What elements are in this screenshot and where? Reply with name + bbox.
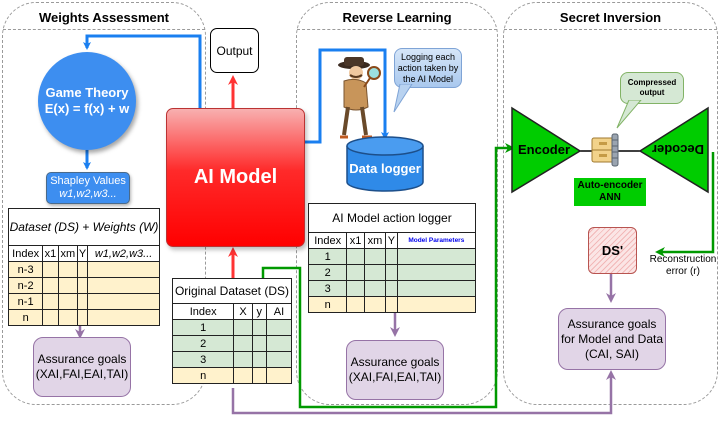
reconstruction-error-label: Reconstruction error (r) xyxy=(649,254,717,277)
game-theory-formula: E(x) = f(x) + w xyxy=(44,101,130,116)
assurance-goals-model-data: Assurance goals for Model and Data (CAI,… xyxy=(558,308,666,370)
column-header: x1 xyxy=(42,245,59,262)
column-header: y xyxy=(251,303,267,320)
table-row: 1 xyxy=(171,319,293,336)
table-row: 1 xyxy=(307,248,477,265)
decoder-label: Decoder xyxy=(652,142,705,157)
weights-dataset-table: Dataset (DS) + Weights (W) Index x1 xm Y… xyxy=(7,208,160,326)
decoder-shape xyxy=(638,106,709,194)
column-header: X xyxy=(233,303,253,320)
logger-table-caption: AI Model action logger xyxy=(308,203,476,233)
weights-assessment-title: Weights Assessment xyxy=(38,10,170,25)
table-row: n-3 xyxy=(7,261,160,278)
assurance-goals-weights: Assurance goals (XAI,FAI,EAI,TAI) xyxy=(33,337,131,397)
game-theory-node: Game Theory E(x) = f(x) + w xyxy=(38,52,136,150)
weights-table-caption: Dataset (DS) + Weights (W) xyxy=(8,208,160,246)
table-row: 2 xyxy=(171,335,293,352)
data-logger-label: Data logger xyxy=(349,161,421,176)
data-logger-cylinder-icon xyxy=(346,136,424,192)
column-header: AI xyxy=(265,303,293,320)
logging-callout-tail xyxy=(393,84,413,113)
table-row: n-2 xyxy=(7,277,160,294)
column-header: w1,w2,w3... xyxy=(87,245,160,262)
column-header: x1 xyxy=(346,232,365,249)
column-header: Y xyxy=(76,245,89,262)
original-table-caption: Original Dataset (DS) xyxy=(172,278,292,304)
detective-illustration-icon xyxy=(338,57,381,139)
shapley-values-node: Shapley Values w1,w2,w3... xyxy=(46,172,130,204)
table-row: 3 xyxy=(307,280,477,297)
column-header: xm xyxy=(363,232,387,249)
ai-model-node: AI Model xyxy=(166,108,305,247)
table-row: n xyxy=(171,367,293,384)
column-header: Y xyxy=(385,232,398,249)
assurance-goals-reverse: Assurance goals (XAI,FAI,EAI,TAI) xyxy=(346,340,444,400)
table-row: n-1 xyxy=(7,293,160,310)
output-node: Output xyxy=(210,28,259,73)
original-dataset-table: Original Dataset (DS) Index X y AI 1 2 3… xyxy=(171,278,293,384)
reverse-learning-title: Reverse Learning xyxy=(342,10,452,25)
ds-prime-node: DS' xyxy=(588,227,637,274)
column-header: xm xyxy=(57,245,78,262)
column-header: Index xyxy=(307,232,348,249)
table-row: 2 xyxy=(307,264,477,281)
encoder-shape xyxy=(511,106,582,194)
action-logger-table: AI Model action logger Index x1 xm Y Mod… xyxy=(307,203,477,313)
table-row: 3 xyxy=(171,351,293,368)
logging-callout: Logging each action taken by the AI Mode… xyxy=(394,48,462,88)
shapley-weights: w1,w2,w3... xyxy=(59,188,117,200)
table-row: n xyxy=(7,309,160,326)
compressed-callout-tail xyxy=(616,100,642,129)
encoder-label: Encoder xyxy=(518,142,571,157)
shapley-title: Shapley Values xyxy=(50,175,126,187)
column-header-model-parameters: Model Parameters xyxy=(396,232,477,249)
column-header: Index xyxy=(7,245,44,262)
secret-inversion-title: Secret Inversion xyxy=(559,10,662,25)
compressed-output-callout: Compressed output xyxy=(620,72,684,104)
game-theory-title: Game Theory xyxy=(45,85,129,100)
table-row: n xyxy=(307,296,477,313)
compressed-archive-icon xyxy=(591,133,619,167)
column-header: Index xyxy=(171,303,235,320)
autoencoder-ann-label: Auto-encoder ANN xyxy=(574,178,646,206)
